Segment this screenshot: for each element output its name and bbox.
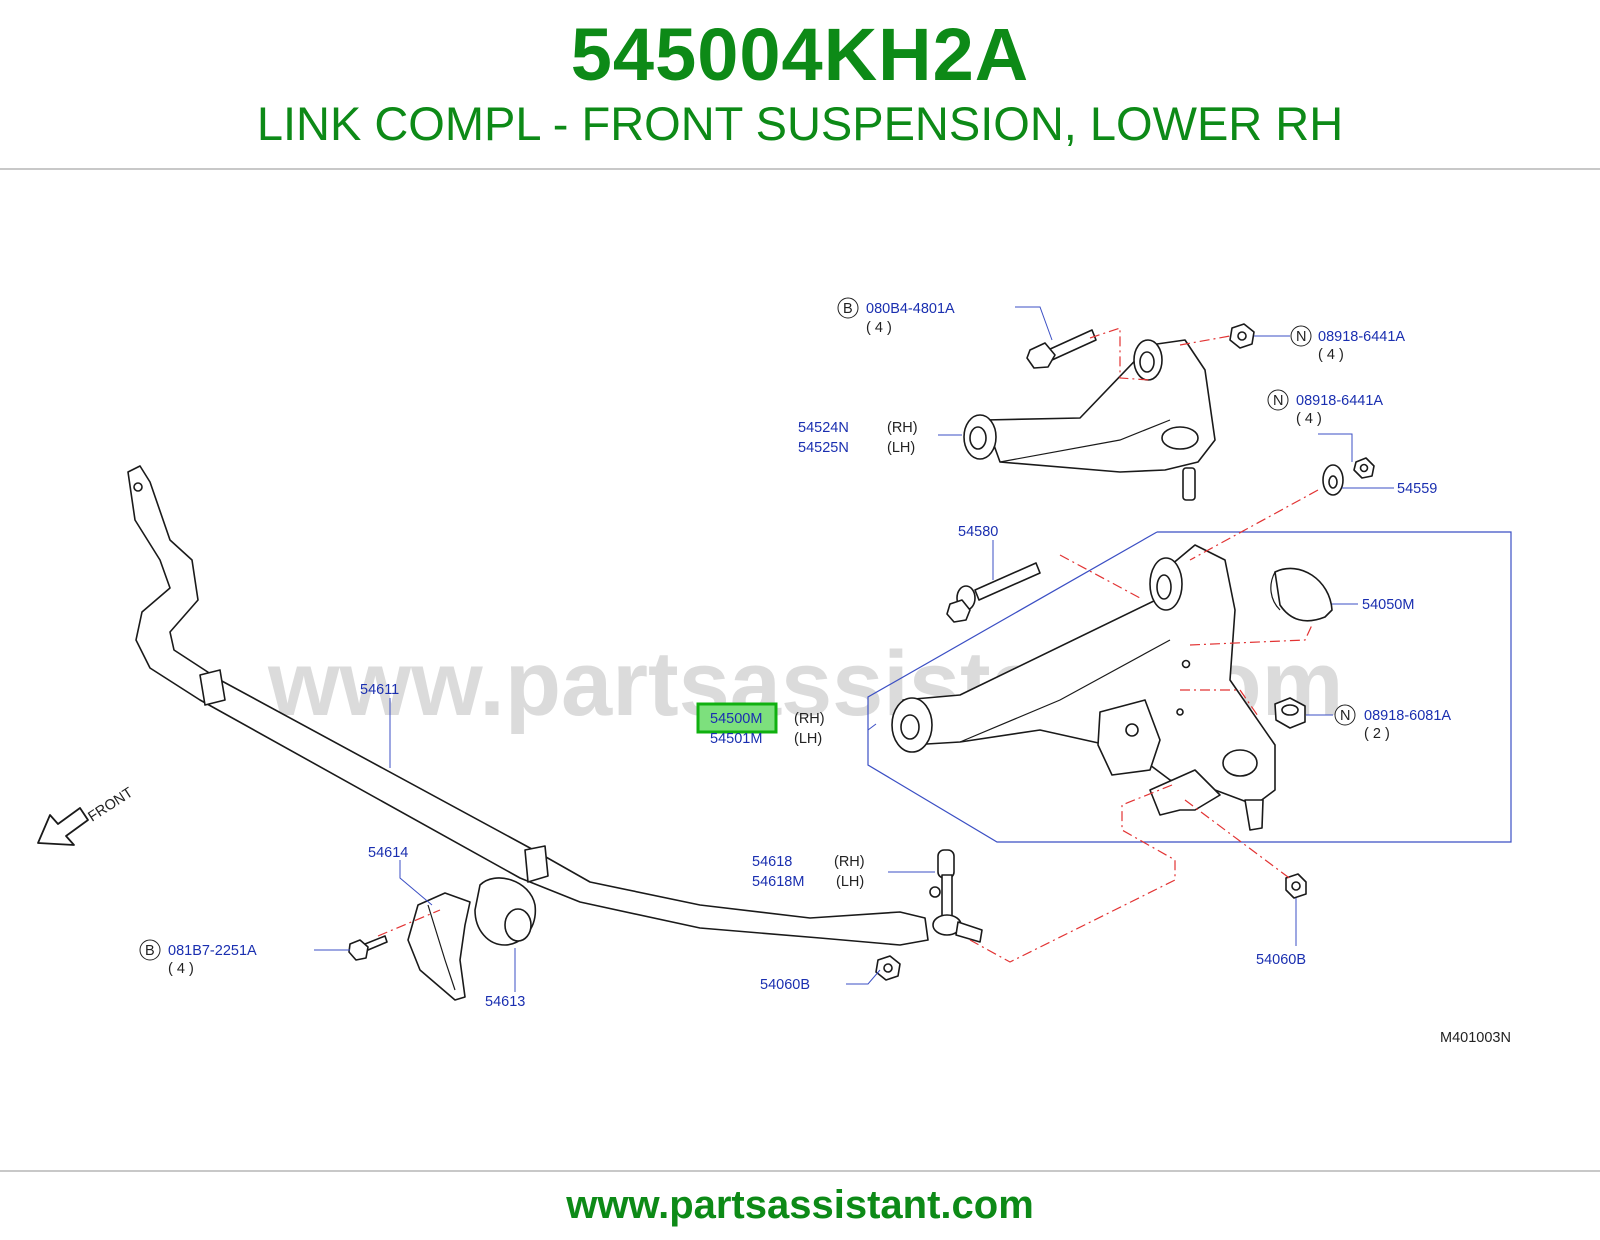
callout-part-number: 54050M — [1362, 597, 1414, 613]
upper-bolt-drawing — [1026, 329, 1097, 369]
upper-link-drawing — [963, 339, 1216, 501]
callout-bolt-clamp[interactable]: B 081B7-2251A ( 4 ) — [139, 939, 257, 977]
callout-prefix: B — [843, 301, 853, 317]
clamp-drawing — [407, 892, 471, 1001]
callout-prefix: B — [145, 943, 155, 959]
callout-connecting-rod[interactable]: 54618 (RH) 54618M (LH) — [752, 854, 865, 890]
highlight-box — [696, 702, 778, 734]
callout-prefix: N — [1296, 329, 1306, 345]
page-title: 545004KH2A — [570, 13, 1030, 96]
callout-lh-tag: (LH) — [836, 874, 864, 890]
callout-quantity: ( 4 ) — [1318, 347, 1344, 363]
callout-nut-upper-a[interactable]: N 08918-6441A ( 4 ) — [1290, 325, 1405, 363]
callout-quantity: ( 4 ) — [168, 961, 194, 977]
diagram-code: M401003N — [1440, 1030, 1511, 1046]
callout-part-number: 54060B — [1256, 952, 1306, 968]
callout-clamp[interactable]: 54614 — [368, 845, 408, 861]
callout-rh-part: 54618 — [752, 854, 792, 870]
callout-bolt-upper[interactable]: B 080B4-4801A ( 4 ) — [837, 297, 955, 336]
upper-nut-b-drawing — [1353, 457, 1375, 479]
washer-drawing — [1322, 464, 1344, 496]
callout-prefix: N — [1340, 708, 1350, 724]
callout-rh-tag: (RH) — [834, 854, 865, 870]
callout-stabilizer[interactable]: 54611 — [360, 682, 399, 698]
callout-lh-part: 54618M — [752, 874, 804, 890]
callout-upper-link[interactable]: 54524N (RH) 54525N (LH) — [798, 420, 918, 456]
callout-part-number: 081B7-2251A — [168, 943, 257, 959]
cam-bolt-drawing — [946, 562, 1041, 623]
footer-url[interactable]: www.partsassistant.com — [566, 1183, 1034, 1227]
callout-rh-part: 54524N — [798, 420, 849, 436]
front-arrow: FRONT — [37, 785, 136, 846]
callout-part-number: 54559 — [1397, 481, 1437, 497]
callout-cover[interactable]: 54050M — [1362, 597, 1414, 613]
callout-washer[interactable]: 54559 — [1397, 481, 1437, 497]
stabilizer-bar-drawing — [127, 465, 929, 946]
callout-prefix: N — [1273, 393, 1283, 409]
clamp-bolt-drawing — [348, 935, 388, 961]
callout-part-number: 54611 — [360, 682, 399, 698]
header: 545004KH2A LINK COMPL - FRONT SUSPENSION… — [0, 0, 1600, 170]
callout-lower-link[interactable]: 54500M (RH) 54501M (LH) — [696, 702, 825, 747]
callout-lh-tag: (LH) — [794, 731, 822, 747]
lower-link-group-box — [867, 531, 1512, 843]
callout-lh-part: 54525N — [798, 440, 849, 456]
callout-part-number: 08918-6081A — [1364, 708, 1451, 724]
callout-quantity: ( 4 ) — [866, 320, 892, 336]
bushing-drawing — [474, 877, 536, 946]
callout-quantity: ( 2 ) — [1364, 726, 1390, 742]
callout-part-number: 08918-6441A — [1296, 393, 1383, 409]
callout-rh-part: 54500M — [710, 711, 762, 727]
callout-lh-tag: (LH) — [887, 440, 915, 456]
lower-nut-drawing — [1274, 697, 1306, 729]
connecting-rod-drawing — [929, 849, 983, 943]
header-divider — [0, 168, 1600, 170]
callout-cam-bolt[interactable]: 54580 — [958, 524, 998, 540]
callout-part-number: 54060B — [760, 977, 810, 993]
callout-leaders — [314, 306, 1394, 992]
footer-divider — [0, 1170, 1600, 1172]
callout-quantity: ( 4 ) — [1296, 411, 1322, 427]
rod-nut-right-drawing — [1285, 873, 1307, 899]
callout-part-number: 080B4-4801A — [866, 301, 955, 317]
callout-part-number: 54580 — [958, 524, 998, 540]
callout-lh-part: 54501M — [710, 731, 762, 747]
upper-nut-a-drawing — [1229, 323, 1255, 349]
callout-nut-rod-right[interactable]: 54060B — [1256, 952, 1306, 968]
callout-nut-rod-left[interactable]: 54060B — [760, 977, 810, 993]
callout-nut-lower[interactable]: N 08918-6081A ( 2 ) — [1334, 704, 1451, 742]
lower-link-drawing — [891, 544, 1276, 831]
rod-nut-left-drawing — [875, 955, 901, 981]
callout-rh-tag: (RH) — [887, 420, 918, 436]
callout-part-number: 54614 — [368, 845, 408, 861]
assembly-centerlines — [377, 327, 1319, 963]
callout-bushing[interactable]: 54613 — [485, 994, 525, 1010]
callout-rh-tag: (RH) — [794, 711, 825, 727]
front-label: FRONT — [85, 785, 136, 826]
part-description: LINK COMPL - FRONT SUSPENSION, LOWER RH — [256, 97, 1344, 150]
callout-nut-upper-b[interactable]: N 08918-6441A ( 4 ) — [1267, 389, 1383, 427]
cover-drawing — [1270, 567, 1333, 622]
callout-part-number: 08918-6441A — [1318, 329, 1405, 345]
callout-part-number: 54613 — [485, 994, 525, 1010]
